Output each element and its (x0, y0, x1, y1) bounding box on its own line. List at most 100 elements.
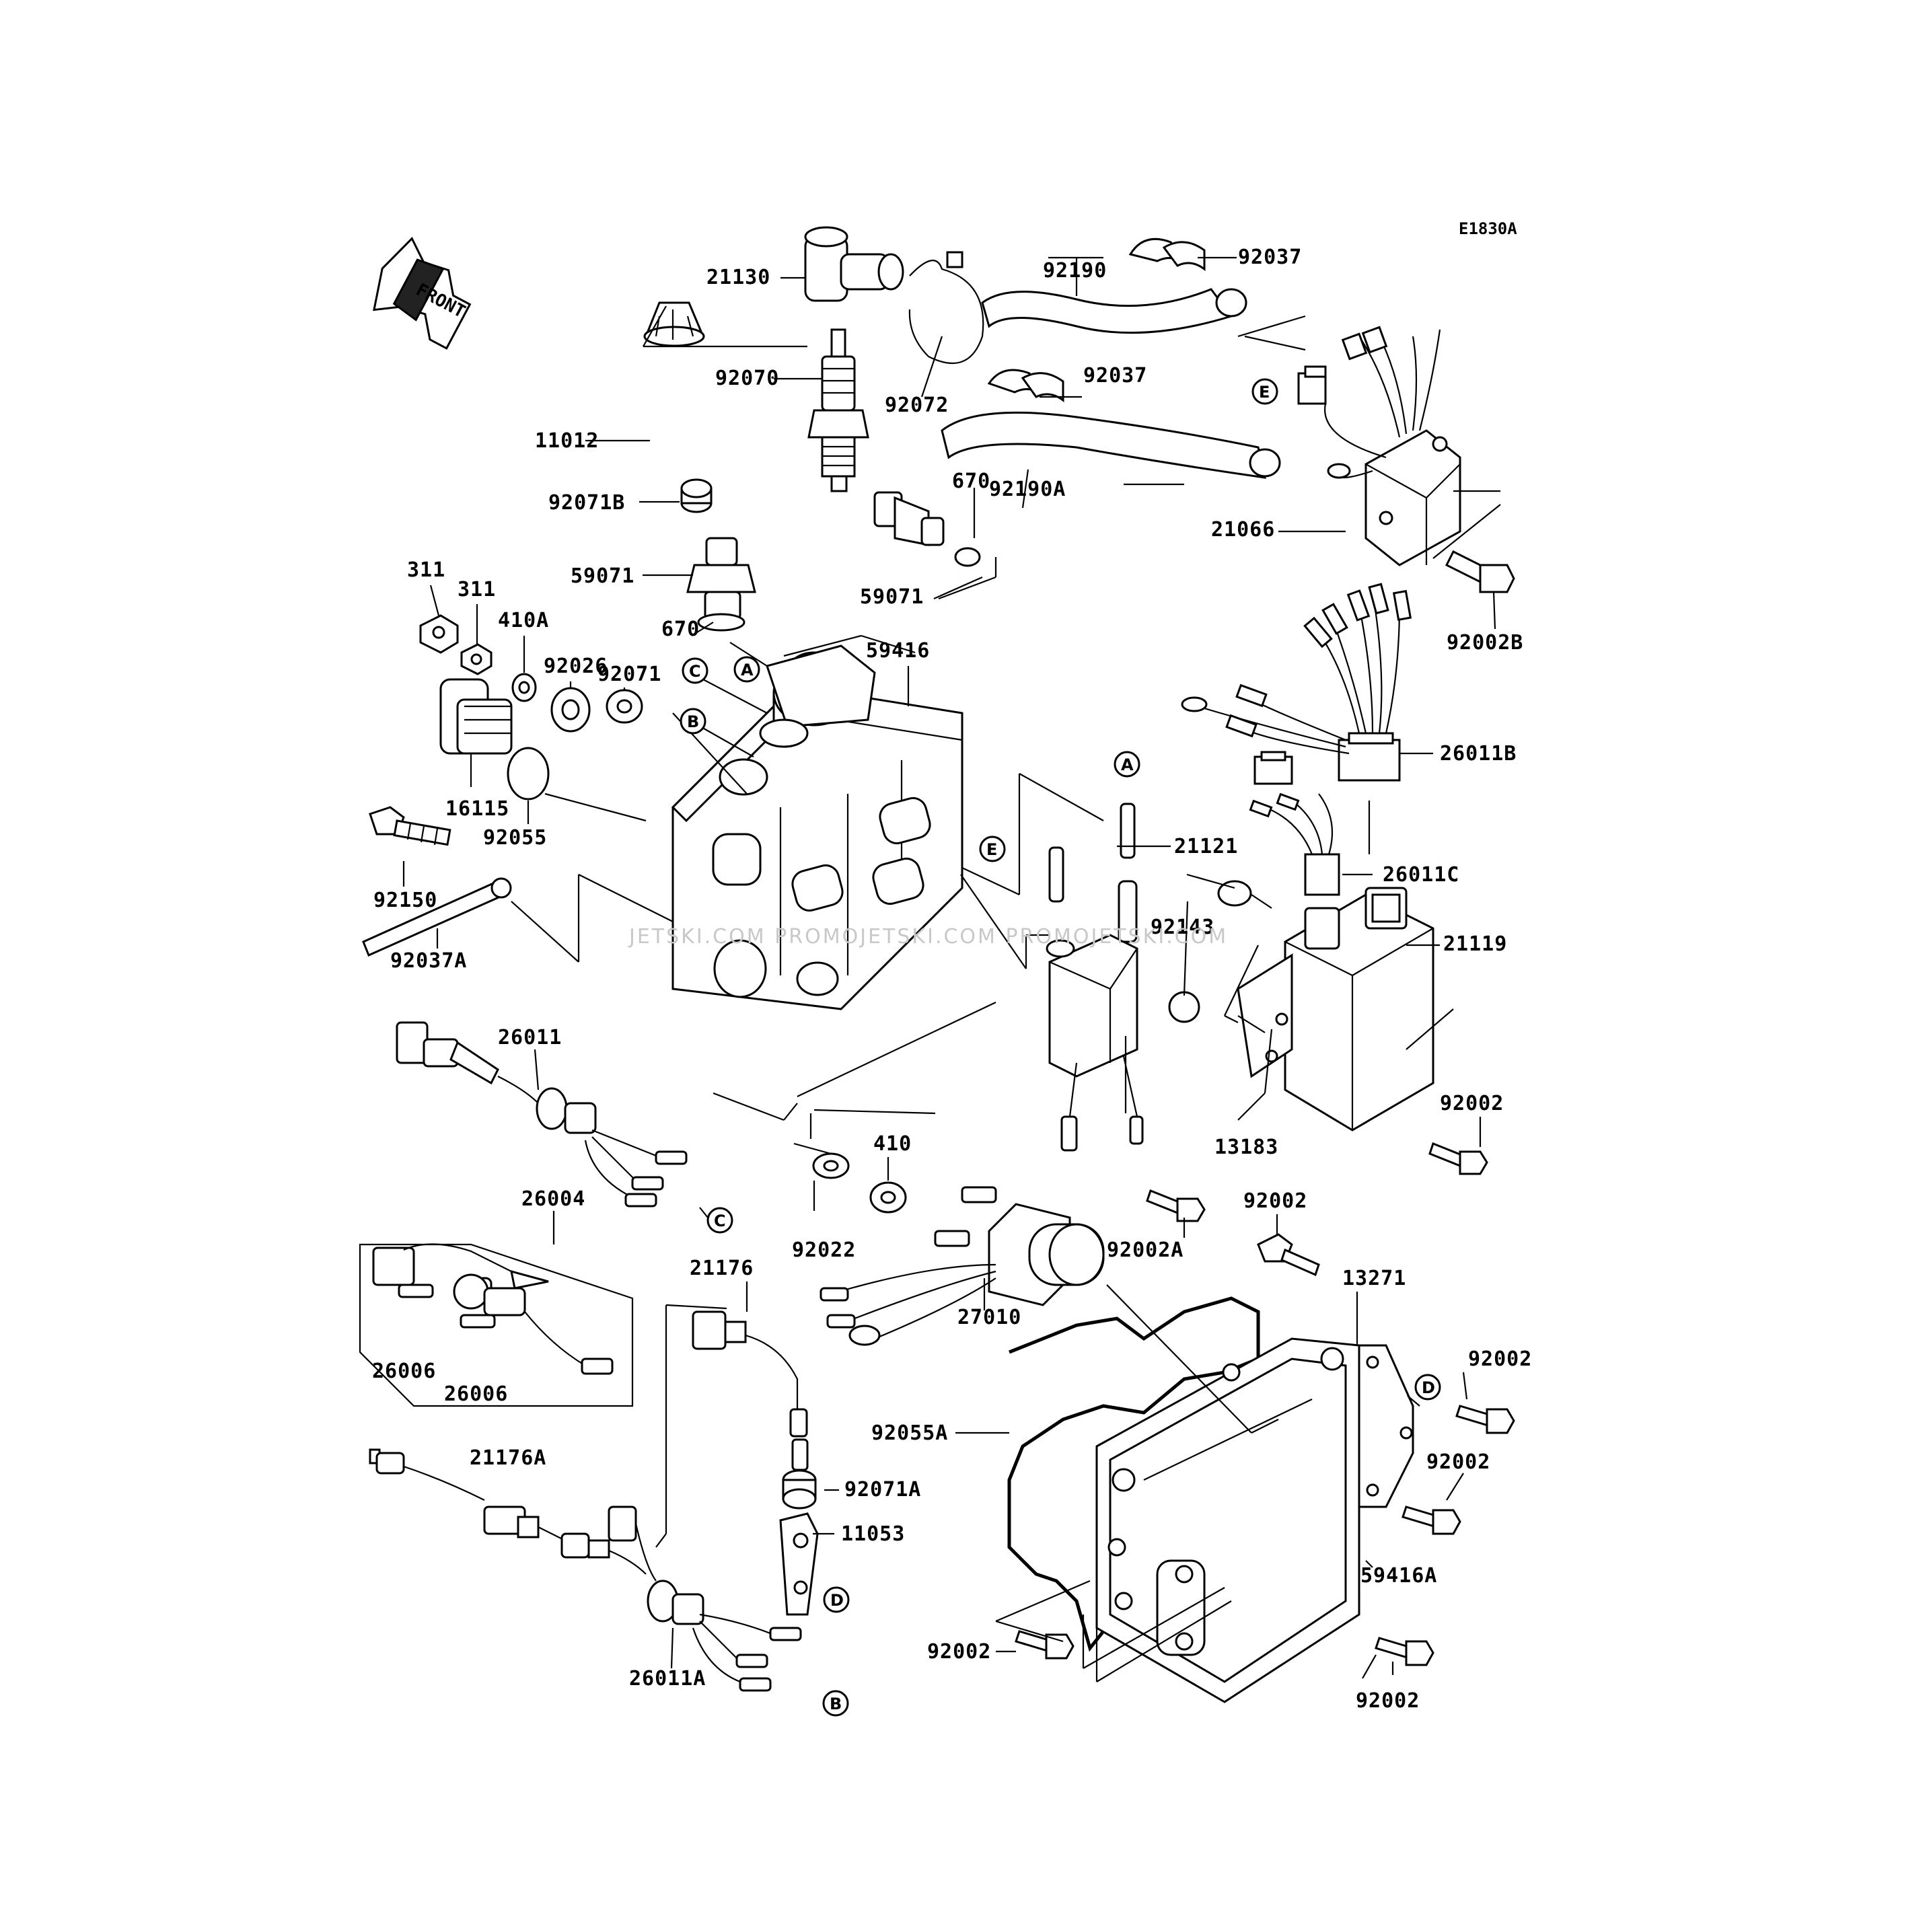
part-label: 311 (458, 578, 496, 601)
svg-text:A: A (1121, 755, 1134, 774)
part-label: 21176 (690, 1257, 754, 1280)
spark-plug-drawing (807, 328, 869, 492)
part-label: 92002 (1356, 1689, 1420, 1713)
part-label: 26004 (521, 1187, 585, 1211)
grommet-92071b-drawing (680, 478, 713, 513)
part-label: 21119 (1443, 932, 1507, 956)
watermark: JETSKI.COM PROMOJETSKI.COM PROMOJETSKI.C… (628, 925, 1228, 949)
washer-410-drawing (869, 1181, 907, 1214)
bolt-92150-drawing (369, 806, 451, 846)
fitting-59071-right-drawing (873, 491, 945, 546)
washer-410a-drawing (511, 673, 537, 702)
part-label: 92002 (1426, 1450, 1490, 1474)
bolt-92002b-drawing (1445, 550, 1515, 593)
spark-plug-cap-drawing (804, 226, 904, 302)
part-label: 26011A (629, 1667, 706, 1690)
part-label: 59071 (860, 585, 924, 609)
part-label: 92002B (1447, 631, 1523, 655)
part-label: 92150 (373, 889, 437, 912)
part-label: 410 (873, 1132, 912, 1156)
part-label: 670 (661, 618, 700, 641)
part-label: 59416 (866, 639, 930, 663)
part-label: 21130 (706, 266, 770, 289)
part-label: 92037 (1083, 364, 1147, 387)
bolt-92002-cdi-drawing (1428, 1142, 1488, 1175)
nut-311-b-drawing (460, 643, 493, 675)
part-label: 92002 (1440, 1092, 1504, 1115)
part-label: 26011 (498, 1026, 562, 1049)
part-label: 27010 (957, 1306, 1021, 1329)
grommet-92071a-drawing (782, 1469, 817, 1510)
svg-text:A: A (741, 661, 754, 679)
callout-a-coil: A (1114, 751, 1140, 778)
clamp-92037-top-drawing (1128, 237, 1206, 271)
callout-c-housing: C (682, 657, 708, 684)
callout-d-bracket: D (823, 1586, 850, 1613)
harness-26011b-drawing (1181, 583, 1412, 782)
callout-b-housing: B (680, 708, 706, 735)
part-label: 311 (407, 558, 445, 582)
cover-59416a-drawing (1095, 1337, 1360, 1703)
part-label: 11053 (841, 1522, 905, 1546)
leader-lines (402, 256, 1501, 1682)
plug-16115-drawing (439, 678, 513, 755)
svg-text:C: C (714, 1212, 726, 1230)
part-label: 92071B (548, 491, 625, 515)
washer-92022-drawing (812, 1152, 850, 1179)
part-label: 92022 (792, 1238, 856, 1262)
part-label: 92037 (1238, 246, 1302, 269)
part-label: 59416A (1360, 1564, 1437, 1588)
bolt-92002-top-drawing (1257, 1233, 1320, 1277)
part-label: 92002 (927, 1640, 991, 1664)
clip-92072-drawing (908, 260, 984, 365)
part-label: 92002A (1107, 1238, 1184, 1262)
bolt-92002-bottom-right-drawing (1375, 1637, 1434, 1666)
cap-11012-drawing (643, 301, 705, 347)
part-label: 670 (952, 470, 990, 493)
nut-311-a-drawing (419, 614, 459, 654)
part-label: 92055A (871, 1421, 948, 1445)
svg-text:E: E (1259, 383, 1270, 402)
clamp-92037-mid-drawing (987, 369, 1064, 402)
clip-tab-drawing (946, 251, 963, 268)
grommet-92026-drawing (550, 687, 591, 733)
part-label: 92071 (597, 663, 661, 686)
kit-26004-drawing (359, 1243, 634, 1407)
part-label: 92037A (390, 949, 467, 973)
svg-text:C: C (689, 662, 701, 681)
hose-92190a-drawing (941, 411, 1266, 479)
part-label: 26011C (1383, 863, 1459, 887)
part-label: 92070 (715, 367, 779, 390)
coil-21121-drawing (1046, 803, 1144, 1152)
cdi-unit-21119-drawing (1237, 887, 1434, 1131)
callout-d-cover: D (1414, 1374, 1441, 1401)
part-label: 92071A (844, 1478, 921, 1501)
diagram-code: E1830A (1459, 219, 1517, 238)
connector-21176-drawing (692, 1310, 809, 1471)
part-label: 16115 (445, 797, 509, 821)
o-ring-92055-drawing (507, 747, 550, 801)
part-label: 13271 (1342, 1267, 1406, 1290)
part-labels: 21130 92190 92037 92037 92070 92072 1101… (372, 246, 1531, 1713)
grommet-92071-drawing (606, 689, 643, 724)
sensor-21176a-drawing (369, 1448, 647, 1575)
bolt-92002-bottom-left-drawing (1015, 1630, 1075, 1660)
plate-13271-drawing (1358, 1344, 1414, 1508)
part-label: 410A (498, 609, 549, 632)
part-label: 92072 (885, 394, 949, 417)
sensor-26011-drawing (396, 1021, 688, 1208)
svg-text:D: D (830, 1591, 844, 1610)
sensor-26011a-drawing (608, 1506, 802, 1692)
front-arrow-icon: FRONT (373, 237, 472, 350)
regulator-21066-drawing (1297, 326, 1461, 566)
callout-b-sensor: B (822, 1690, 849, 1717)
housing-59416-drawing (671, 644, 963, 1010)
callout-e-housing: E (979, 835, 1006, 862)
part-label: 13183 (1214, 1136, 1278, 1159)
part-label: 21121 (1174, 835, 1238, 858)
svg-text:E: E (986, 840, 997, 859)
bolt-92002a-drawing (1146, 1189, 1206, 1222)
gasket-92055a-drawing (1007, 1296, 1260, 1652)
part-label: 59071 (571, 564, 634, 588)
